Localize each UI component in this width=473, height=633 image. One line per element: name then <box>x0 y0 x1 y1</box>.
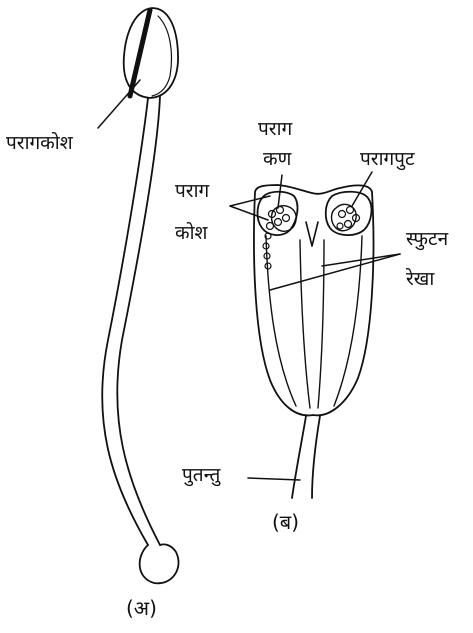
anther-b <box>230 172 400 498</box>
leader-anther-b-1 <box>230 196 270 206</box>
label-pollen-grain-2: कण <box>263 150 291 169</box>
stamen-a <box>98 8 179 583</box>
label-pollen-sac: परागपुट <box>360 150 415 169</box>
label-dehiscence-1: स्फुटन <box>406 230 448 249</box>
label-pollen-grain-1: पराग <box>258 120 292 139</box>
filament-a-base <box>140 544 179 583</box>
label-anther-b-2: कोश <box>175 224 207 243</box>
label-anther-a: परागकोश <box>6 134 73 153</box>
leader-dehiscence-2 <box>270 254 400 290</box>
label-filament: पुतन्तु <box>182 466 220 485</box>
anther-a-inner <box>152 16 172 96</box>
caption-b: (ब) <box>272 512 299 532</box>
theca-line-2 <box>300 240 310 408</box>
connective <box>306 222 318 246</box>
filament-b-right <box>312 416 320 498</box>
leader-anther-b-2 <box>230 206 268 220</box>
leader-anther-a <box>98 80 140 128</box>
label-anther-b-1: पराग <box>175 182 209 201</box>
pollen-grains <box>263 207 360 270</box>
filament-b-left <box>292 416 306 498</box>
label-dehiscence-2: रेखा <box>406 270 434 289</box>
leader-filament <box>248 478 300 480</box>
caption-a: (अ) <box>126 598 157 618</box>
